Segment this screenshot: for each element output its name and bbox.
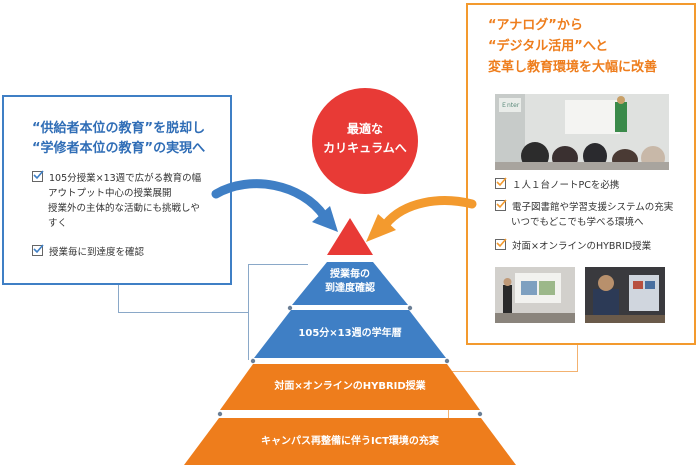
tier-2-label: 105分×13週の学年暦	[298, 328, 402, 339]
tier-3-label: 対面×オンラインのHYBRID授業	[274, 381, 426, 392]
heading-line-1: “アナログ”から	[488, 18, 583, 33]
pyramid-tier-4	[184, 418, 516, 465]
left-connector-vertical	[118, 283, 119, 313]
learner-centered-heading: “供給者本位の教育”を脱却し “学修者本位の教育”の実現へ	[32, 119, 205, 159]
tier-4-label: キャンパス再整備に伴うICT環境の充実	[261, 436, 439, 447]
heading-line-3: 変革し教育環境を大幅に改善	[488, 60, 658, 75]
checkbox-icon	[32, 170, 44, 182]
right-item-1: １人１台ノートPCを必携	[495, 177, 619, 193]
svg-text:Ｅnter: Ｅnter	[501, 102, 520, 109]
pyramid-apex	[327, 218, 373, 255]
checkbox-icon	[495, 177, 507, 189]
heading-line-1: “供給者本位の教育”を脱却し	[32, 121, 206, 136]
checkbox-icon	[495, 199, 507, 211]
circle-label: 最適な カリキュラムへ	[323, 122, 407, 155]
left-connector-tier1-top	[248, 264, 308, 265]
right-item-3: 対面×オンラインのHYBRID授業	[495, 238, 651, 254]
pyramid-tier-1	[292, 262, 408, 305]
checkbox-icon	[32, 244, 44, 256]
digital-transformation-box: “アナログ”から “デジタル活用”へと 変革し教育環境を大幅に改善 Ｅnter …	[466, 3, 696, 345]
checkbox-icon	[495, 238, 507, 250]
pyramid-tier-2	[254, 310, 446, 358]
hybrid-class-photo-2	[585, 267, 665, 323]
right-connector-vertical	[577, 344, 578, 372]
digital-heading: “アナログ”から “デジタル活用”へと 変革し教育環境を大幅に改善	[488, 15, 657, 78]
pyramid-tier-3	[220, 364, 480, 410]
left-item-2: 授業毎に到達度を確認	[32, 244, 144, 260]
left-item-1: 105分授業×13週で広がる教育の幅 アウトプット中心の授業展開 授業外の主体的…	[32, 170, 201, 231]
right-connector-horizontal	[448, 371, 578, 372]
blue-arrow-icon	[211, 179, 338, 232]
tier-1-label: 授業毎の 到達度確認	[325, 269, 375, 294]
heading-line-2: “デジタル活用”へと	[488, 39, 609, 54]
left-connector-horizontal	[118, 312, 248, 313]
right-item-2: 電子図書館や学習支援システムの充実 いつでもどこでも学べる環境へ	[495, 199, 673, 230]
heading-line-2: “学修者本位の教育”の実現へ	[32, 141, 206, 156]
learner-centered-box: “供給者本位の教育”を脱却し “学修者本位の教育”の実現へ 105分授業×13週…	[2, 95, 232, 285]
optimal-curriculum-circle: 最適な カリキュラムへ	[312, 88, 418, 194]
hybrid-class-photo-1	[495, 267, 575, 323]
orange-arrow-icon	[366, 196, 477, 242]
classroom-photo: Ｅnter	[495, 94, 669, 170]
left-connector-to-tier1	[248, 264, 249, 360]
